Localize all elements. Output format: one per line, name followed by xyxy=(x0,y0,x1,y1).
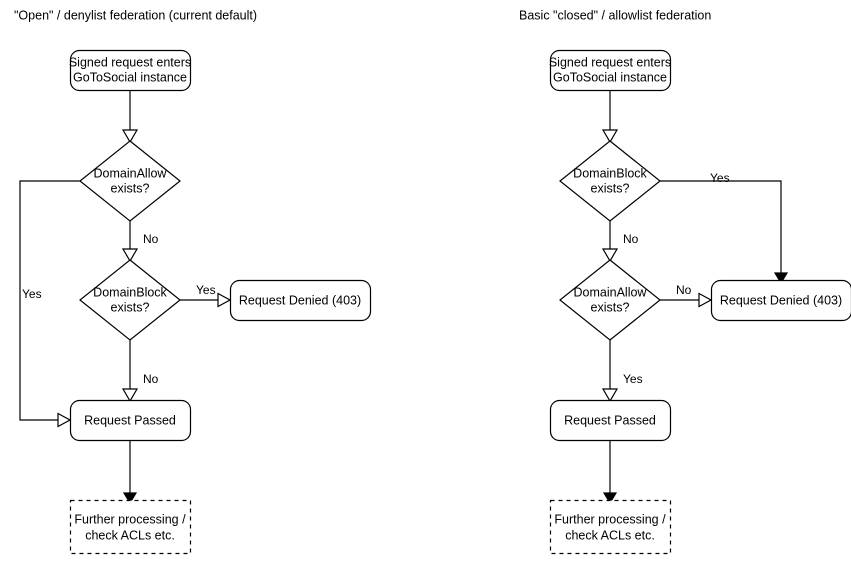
request-denied-box-shape xyxy=(710,279,851,322)
edge-label-domainallow-yes: Yes xyxy=(623,372,643,386)
node-further-processing-allowlist: Further processing / check ACLs etc. xyxy=(549,499,672,555)
arrowhead-open-icon xyxy=(121,129,139,144)
edge-label-domainblock-yes: Yes xyxy=(710,171,730,185)
arrowhead-open-icon xyxy=(57,412,72,428)
node-request-passed-allowlist: Request Passed xyxy=(549,399,672,442)
further-processing-label-line1: Further processing / xyxy=(74,512,186,526)
panel-allowlist: Basic "closed" / allowlist federation Si… xyxy=(519,8,851,555)
arrowhead-filled-icon xyxy=(773,272,789,285)
edge-domainblock-no-to-domainallow: No xyxy=(601,221,639,263)
edge-label-domainblock-yes: Yes xyxy=(196,283,216,297)
domainblock-label-line1: DomainBlock xyxy=(573,166,647,180)
edge-label-domainblock-no: No xyxy=(623,232,639,246)
edge-domainblock-no-to-passed: No xyxy=(121,340,159,403)
further-processing-box-shape xyxy=(69,499,192,555)
domainallow-label-line1: DomainAllow xyxy=(94,166,168,180)
edge-label-domainallow-no: No xyxy=(143,232,159,246)
start-box-label-line2: GoToSocial instance xyxy=(73,70,187,84)
arrowhead-filled-icon xyxy=(602,492,618,505)
domainblock-label-line1: DomainBlock xyxy=(93,285,167,299)
node-start-allowlist: Signed request enters GoToSocial instanc… xyxy=(549,49,671,92)
further-processing-box-shape xyxy=(549,499,672,555)
arrowhead-open-icon xyxy=(601,248,619,263)
node-start-denylist: Signed request enters GoToSocial instanc… xyxy=(69,49,191,92)
edge-passed-to-further-allowlist xyxy=(602,440,618,505)
edge-label-domainblock-no: No xyxy=(143,372,159,386)
edge-start-to-domainblock xyxy=(601,90,619,144)
panel-denylist: "Open" / denylist federation (current de… xyxy=(14,8,372,555)
edge-domainallow-no-to-domainblock: No xyxy=(121,221,159,263)
node-decision-domainallow-allowlist: DomainAllow exists? xyxy=(559,259,661,341)
further-processing-label-line1: Further processing / xyxy=(554,512,666,526)
domainallow-label-line2: exists? xyxy=(111,181,150,195)
domainallow-label-line1: DomainAllow xyxy=(574,285,648,299)
edge-label-domainallow-no: No xyxy=(676,283,692,297)
request-denied-label: Request Denied (403) xyxy=(720,293,842,307)
edge-domainblock-yes-to-denied: Yes xyxy=(180,283,232,308)
node-decision-domainblock-denylist: DomainBlock exists? xyxy=(79,259,181,341)
arrowhead-open-icon xyxy=(121,248,139,263)
edge-passed-to-further-denylist xyxy=(122,440,138,505)
edge-domainallow-no-to-denied: No xyxy=(660,283,713,308)
node-further-processing-denylist: Further processing / check ACLs etc. xyxy=(69,499,192,555)
panel-title-denylist: "Open" / denylist federation (current de… xyxy=(14,8,257,22)
arrowhead-open-icon xyxy=(217,292,232,308)
request-denied-label: Request Denied (403) xyxy=(239,293,361,307)
request-passed-label: Request Passed xyxy=(84,413,176,427)
edge-domainallow-yes-to-passed: Yes xyxy=(601,340,643,403)
domainblock-label-line2: exists? xyxy=(591,181,630,195)
node-request-passed-denylist: Request Passed xyxy=(69,399,192,442)
domainallow-label-line2: exists? xyxy=(591,300,630,314)
arrowhead-open-icon xyxy=(601,388,619,403)
node-decision-domainblock-allowlist: DomainBlock exists? xyxy=(559,140,661,222)
edge-start-to-domainallow xyxy=(121,90,139,144)
start-box-label-line1: Signed request enters xyxy=(69,55,191,69)
edge-label-domainallow-yes: Yes xyxy=(22,287,42,301)
panel-title-allowlist: Basic "closed" / allowlist federation xyxy=(519,8,711,22)
edge-domainblock-yes-to-denied: Yes xyxy=(660,171,789,285)
request-denied-box-shape xyxy=(229,279,372,322)
start-box-label-line2: GoToSocial instance xyxy=(553,70,667,84)
further-processing-label-line2: check ACLs etc. xyxy=(565,528,655,542)
request-passed-label: Request Passed xyxy=(564,413,656,427)
domainblock-label-line2: exists? xyxy=(111,300,150,314)
arrowhead-open-icon xyxy=(698,292,713,308)
arrowhead-filled-icon xyxy=(122,492,138,505)
node-request-denied-denylist: Request Denied (403) xyxy=(229,279,372,322)
arrowhead-open-icon xyxy=(601,129,619,144)
start-box-label-line1: Signed request enters xyxy=(549,55,671,69)
node-request-denied-allowlist: Request Denied (403) xyxy=(710,279,851,322)
edge-domainallow-yes-to-passed: Yes xyxy=(19,180,80,428)
further-processing-label-line2: check ACLs etc. xyxy=(85,528,175,542)
arrowhead-open-icon xyxy=(121,388,139,403)
node-decision-domainallow-denylist: DomainAllow exists? xyxy=(79,140,181,222)
